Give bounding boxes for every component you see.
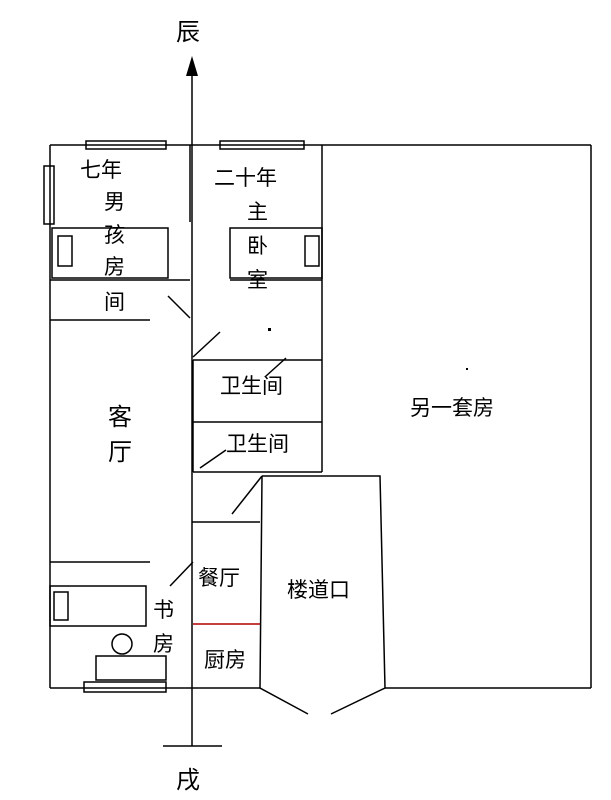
study-chair [111, 633, 133, 655]
compass-arrow-icon [186, 56, 198, 76]
study-label-1: 书 [153, 598, 174, 622]
living-room-label-2: 厅 [108, 438, 132, 466]
compass-south-label: 戌 [176, 766, 200, 794]
window-study-bottom [83, 681, 167, 693]
study-door [169, 561, 194, 587]
dining-room-label: 餐厅 [198, 566, 240, 590]
boy-room-label-4: 房 [104, 255, 125, 279]
passage-door [231, 475, 263, 515]
master-bedroom-label-4: 室 [247, 268, 268, 292]
study-desk-chair [53, 591, 69, 621]
master-bedroom-label-1: 二十年 [214, 166, 277, 190]
bathroom-2-label: 卫生间 [226, 432, 289, 456]
dot-mark [268, 328, 271, 331]
boy-room-label-5: 间 [104, 290, 125, 314]
study-label-2: 房 [153, 632, 174, 656]
boy-room-pillow [57, 235, 73, 267]
dot-mark [466, 368, 468, 370]
master-bedroom-door [192, 331, 221, 358]
bathroom-1-label: 卫生间 [220, 374, 283, 398]
bathroom-2-door [199, 449, 227, 469]
stairwell-outline [259, 475, 386, 715]
window-master-top [219, 140, 305, 150]
study-cabinet [95, 655, 167, 681]
boy-room-label-1: 七年 [80, 158, 122, 182]
stairwell-label: 楼道口 [287, 578, 350, 602]
master-bedroom-label-2: 主 [247, 200, 268, 224]
compass-north-label: 辰 [176, 18, 200, 46]
study-desk [49, 585, 147, 627]
master-bed [229, 227, 323, 279]
kitchen-label: 厨房 [204, 648, 246, 672]
boy-room-door [167, 295, 191, 319]
window-boy-room-left [43, 165, 55, 225]
boy-room-label-3: 孩 [104, 223, 125, 247]
master-bedroom-label-3: 卧 [247, 234, 268, 258]
other-unit-label: 另一套房 [410, 396, 494, 420]
living-room-label-1: 客 [108, 403, 132, 431]
master-pillow [304, 235, 320, 267]
boy-room-bed [51, 227, 169, 279]
bathroom-1-door [265, 357, 287, 377]
boy-room-label-2: 男 [104, 190, 125, 214]
window-boy-room-top [85, 140, 167, 150]
